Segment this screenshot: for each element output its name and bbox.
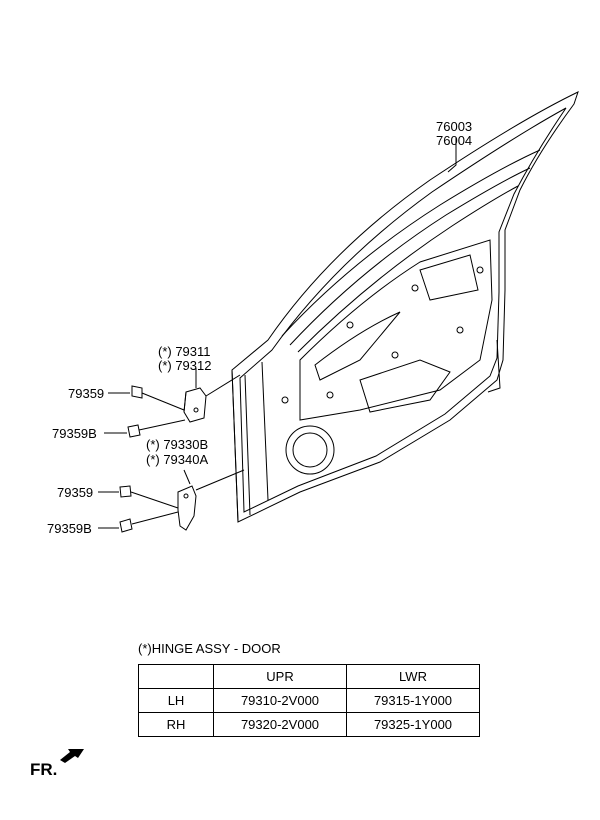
lower-hinge (177, 469, 245, 531)
callout-hinge-lwr-a: (*) 79330B (146, 437, 209, 452)
header-cell (138, 664, 214, 689)
table-row: RH 79320-2V000 79325-1Y000 (138, 712, 480, 737)
door-exploded-diagram (98, 91, 579, 533)
bolt-lower-2 (98, 511, 179, 533)
bolt-lower-1 (98, 485, 179, 509)
upr-cell: 79310-2V000 (213, 688, 347, 713)
header-cell: LWR (346, 664, 480, 689)
lwr-cell: 79325-1Y000 (346, 712, 480, 737)
table-row: LH 79310-2V000 79315-1Y000 (138, 688, 480, 713)
callout-bolt-lwr-2: 79359B (47, 521, 92, 536)
arrow-icon (60, 749, 84, 763)
side-cell: RH (138, 712, 214, 737)
callout-door-a: 76003 (436, 119, 473, 134)
callout-bolt-upr-2: 79359B (52, 426, 97, 441)
callout-door-b: 76004 (436, 133, 473, 148)
upr-cell: 79320-2V000 (213, 712, 347, 737)
upper-hinge (183, 374, 241, 423)
callout-hinge-upr-a: (*) 79311 (158, 344, 211, 359)
table-header-row: UPR LWR (138, 664, 480, 689)
side-cell: LH (138, 688, 214, 713)
callout-bolt-upr-1: 79359 (68, 386, 105, 401)
lwr-cell: 79315-1Y000 (346, 688, 480, 713)
door-panel (231, 91, 579, 523)
header-cell: UPR (213, 664, 347, 689)
legend-title: (*)HINGE ASSY - DOOR (138, 641, 281, 656)
legend-table: UPR LWR LH 79310-2V000 79315-1Y000 RH 79… (138, 664, 480, 737)
callout-hinge-lwr-b: (*) 79340A (146, 452, 209, 467)
front-direction-label: FR. (30, 760, 58, 779)
callout-hinge-upr-b: (*) 79312 (158, 358, 212, 373)
bolt-upper-1 (108, 385, 185, 411)
callout-bolt-lwr-1: 79359 (57, 485, 94, 500)
bolt-upper-2 (104, 419, 186, 438)
